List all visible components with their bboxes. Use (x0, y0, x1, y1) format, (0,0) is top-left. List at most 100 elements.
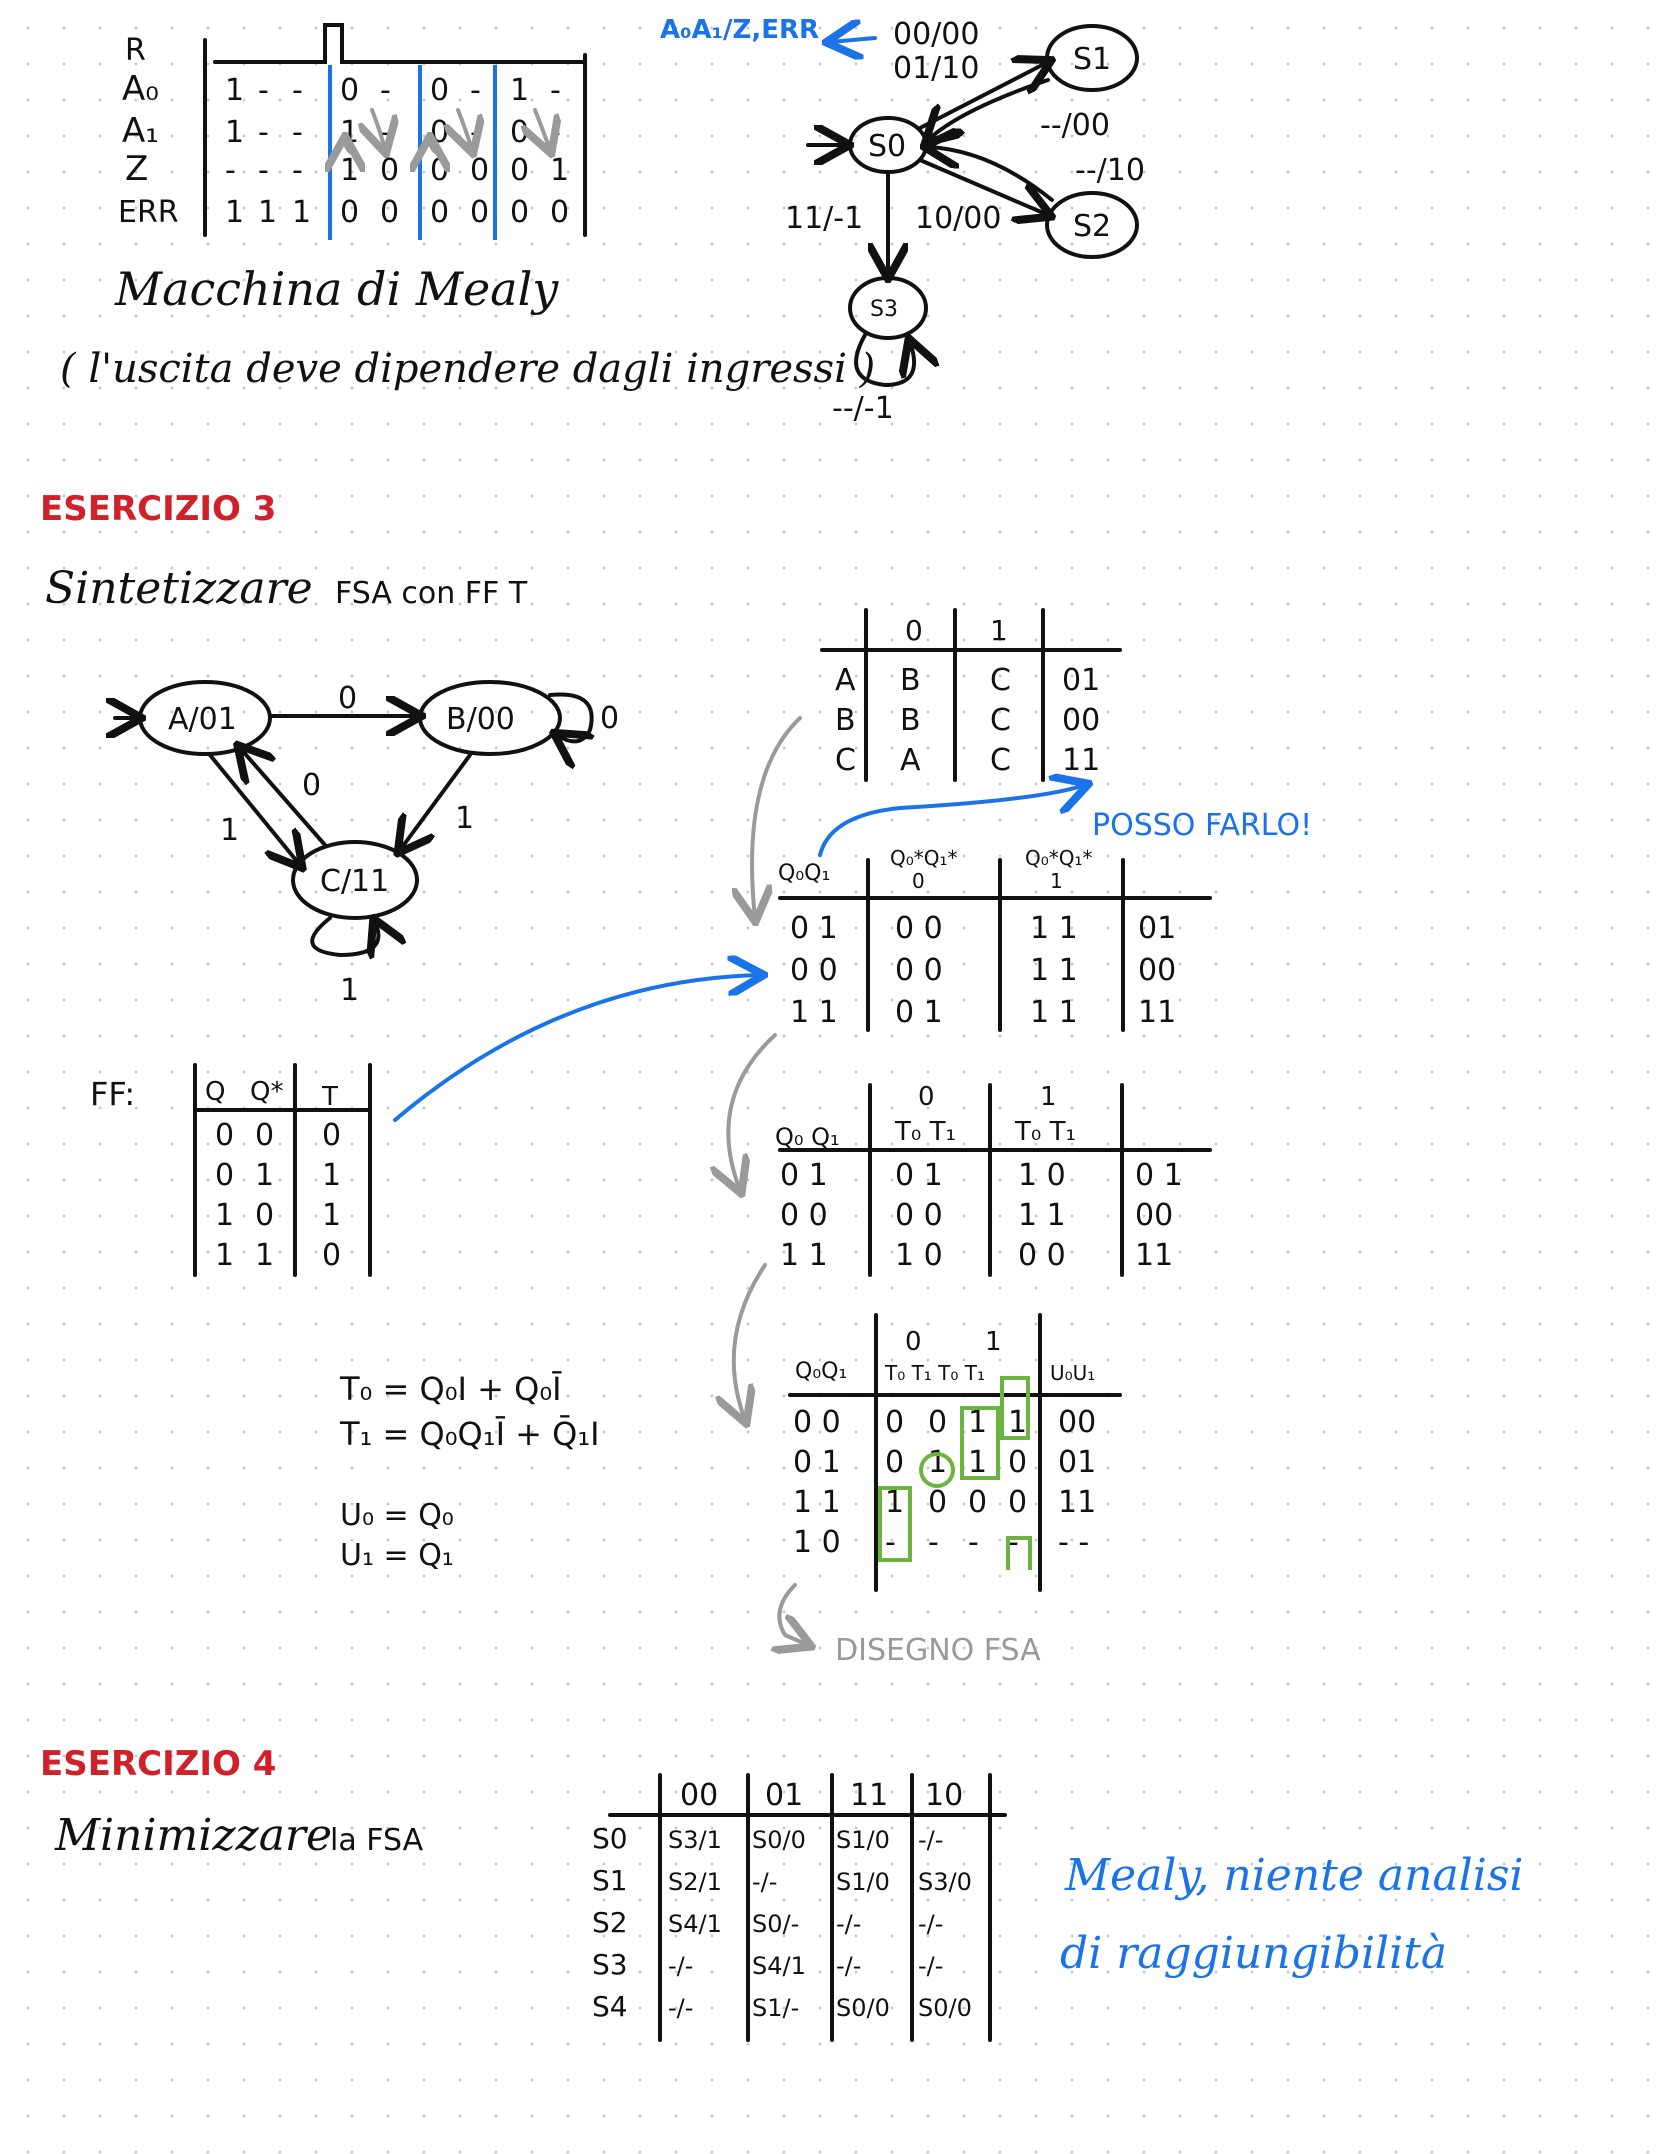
edge-c-loop (310, 918, 378, 955)
t5-row-header: S3 (592, 1948, 628, 1981)
wave-transition-arrow (372, 108, 385, 150)
signal-label-r: R (125, 33, 146, 68)
t4-cell: - (1008, 1525, 1019, 1560)
t4-cell: 0 (928, 1405, 947, 1440)
ff-cell: 1 (215, 1238, 234, 1273)
edge-label-s1-s0: --/00 (1040, 108, 1110, 143)
ff-cell: 1 (255, 1158, 274, 1193)
t3-cell: 0 0 (895, 1198, 943, 1233)
flow-arrow-t2-t3 (728, 1033, 777, 1190)
wave-transition-arrow (430, 140, 440, 155)
ff-cell: 0 (322, 1118, 341, 1153)
mealy-note-line2: di raggiungibilità (1060, 1928, 1447, 1979)
t2-cell: 0 0 (895, 911, 943, 946)
edge-label-s0-s2: 10/00 (915, 201, 1001, 236)
wave-value: 1 (340, 153, 359, 188)
t5-cell: -/- (668, 1952, 693, 1980)
wave-value: - (470, 73, 481, 108)
wave-value: 1 (225, 195, 244, 230)
equation-u1: U₁ = Q₁ (340, 1538, 454, 1573)
t4-cell: 1 (885, 1485, 904, 1520)
wave-value: 1 (510, 73, 529, 108)
wave-value: 0 (430, 195, 449, 230)
flow-arrow-t3-t4 (734, 1263, 767, 1420)
wave-value: 0 (470, 153, 489, 188)
state-s3-label: S3 (870, 297, 898, 322)
ff-header-qstar: Q* (250, 1077, 283, 1107)
t2-cell: 1 1 (1030, 995, 1078, 1030)
t4-cell: - (885, 1525, 896, 1560)
edge-label-c-loop: 1 (340, 973, 359, 1008)
t2-cell: 1 1 (790, 995, 838, 1030)
t3-cell: 1 0 (895, 1238, 943, 1273)
exercise-3-subtitle: FSA con FF T (335, 576, 528, 611)
signal-label-a0: A₀ (122, 69, 159, 109)
ff-to-table-arrow (393, 975, 760, 1122)
t2-header-1: Q₀*Q₁* (1025, 846, 1093, 870)
t2-cell: 0 0 (790, 953, 838, 988)
edge-label-s2-s0: --/10 (1075, 153, 1145, 188)
t3-cell: 0 1 (780, 1158, 828, 1193)
t3-header-1b: T₀ T₁ (1014, 1117, 1076, 1147)
wave-value: 0 (510, 115, 529, 150)
state-s1-label: S1 (1073, 42, 1111, 77)
ff-cell: 0 (322, 1238, 341, 1273)
t4-cell: 0 (1008, 1485, 1027, 1520)
t3-cell: 1 0 (1018, 1158, 1066, 1193)
t3-cell: 0 0 (780, 1198, 828, 1233)
t4-header-1: 1 (985, 1327, 1002, 1357)
t3-header-0b: T₀ T₁ (894, 1117, 956, 1147)
t2-cell: 00 (1138, 953, 1176, 988)
exercise-4-title: ESERCIZIO 4 (40, 1744, 276, 1784)
wave-value: - (258, 115, 269, 150)
wave-value: 0 (430, 153, 449, 188)
t2-cell: 0 0 (895, 953, 943, 988)
ff-cell: 1 (322, 1158, 341, 1193)
wave-value: - (550, 73, 561, 108)
t5-cell: S0/- (752, 1910, 799, 1938)
kmap-group (1006, 1536, 1032, 1570)
t5-cell: S1/0 (836, 1868, 890, 1896)
ff-header-t: T (321, 1082, 338, 1112)
wave-value: - (380, 73, 391, 108)
wave-value: 0 (430, 73, 449, 108)
t4-cell: 1 (968, 1405, 987, 1440)
t5-col-header: 11 (850, 1778, 888, 1813)
t5-col-header: 01 (765, 1778, 803, 1813)
t3-header-0: 0 (918, 1082, 935, 1112)
wave-value: 0 (380, 195, 399, 230)
posso-farlo-note: POSSO FARLO! (1092, 808, 1312, 843)
edge-label-b-c: 1 (455, 801, 474, 836)
t4-header-state: Q₀Q₁ (795, 1359, 847, 1384)
t5-cell: -/- (836, 1952, 861, 1980)
ff-cell: 0 (215, 1158, 234, 1193)
t4-cell: 00 (1058, 1405, 1096, 1440)
t2-cell: 0 1 (895, 995, 943, 1030)
mealy-note-line1: Mealy, niente analisi (1064, 1850, 1523, 1901)
t1-cell: 01 (1062, 663, 1100, 698)
wave-transition-arrow (345, 140, 355, 155)
t2-header-state: Q₀Q₁ (778, 861, 830, 886)
disegno-fsa-note: DISEGNO FSA (835, 1633, 1041, 1668)
t2-cell: 1 1 (1030, 911, 1078, 946)
legend-arrow (830, 38, 877, 42)
wave-transition-arrow (535, 108, 550, 150)
t3-cell: 11 (1135, 1238, 1173, 1273)
edge-c-a (240, 748, 327, 847)
kmap-group (960, 1406, 1000, 1480)
kmap-group (1000, 1376, 1030, 1440)
edge-label-s0-s3: 11/-1 (785, 201, 863, 236)
t2-header-1b: 1 (1050, 869, 1063, 893)
exercise-3-title: ESERCIZIO 3 (40, 489, 276, 529)
t3-cell: 0 0 (1018, 1238, 1066, 1273)
t5-row-header: S2 (592, 1906, 628, 1939)
posso-arrow (818, 785, 1085, 857)
t5-col-header: 00 (680, 1778, 718, 1813)
edge-label-s3-loop: --/-1 (832, 391, 894, 426)
wave-value: 1 (340, 115, 359, 150)
signal-label-z: Z (125, 149, 148, 189)
ff-cell: 1 (322, 1198, 341, 1233)
